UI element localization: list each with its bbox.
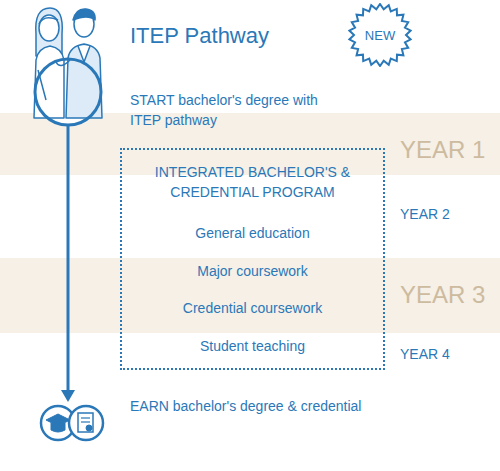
- program-box: INTEGRATED BACHELOR'S & CREDENTIAL PROGR…: [120, 148, 385, 370]
- end-note: EARN bachelor's degree & credential: [130, 396, 430, 416]
- new-badge: NEW: [348, 3, 412, 67]
- diagram-title: ITEP Pathway: [130, 22, 269, 50]
- program-step: Student teaching: [122, 336, 383, 356]
- badge-text: NEW: [348, 3, 412, 67]
- program-heading: INTEGRATED BACHELOR'S & CREDENTIAL PROGR…: [122, 162, 383, 202]
- year-label: YEAR 3: [400, 281, 485, 309]
- graduation-icons: [41, 406, 103, 440]
- people-illustration: [34, 8, 102, 125]
- year-label: YEAR 2: [400, 204, 450, 224]
- program-step: Credential coursework: [122, 298, 383, 318]
- program-step: Major coursework: [122, 261, 383, 281]
- year-label: YEAR 1: [400, 136, 485, 164]
- year-label: YEAR 4: [400, 344, 450, 364]
- start-note: START bachelor's degree with ITEP pathwa…: [130, 90, 330, 130]
- program-step: General education: [122, 223, 383, 243]
